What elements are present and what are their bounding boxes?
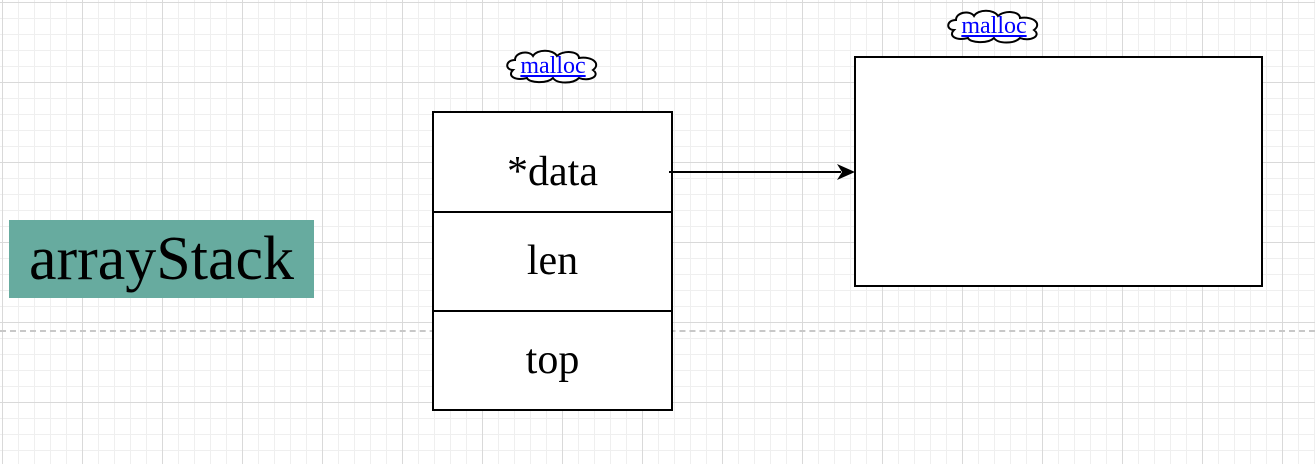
- struct-field-data[interactable]: *data: [434, 113, 671, 213]
- struct-field-len[interactable]: len: [434, 213, 671, 312]
- data-pointer-arrow[interactable]: [669, 161, 859, 183]
- arraystack-label[interactable]: arrayStack: [9, 220, 314, 298]
- cloud-shape-icon: [947, 9, 1039, 44]
- cloud-shape-icon: [506, 49, 598, 84]
- malloc-cloud-struct[interactable]: malloc: [503, 48, 603, 84]
- malloc-label-buffer: malloc: [961, 13, 1027, 39]
- malloc-label-struct: malloc: [520, 53, 586, 79]
- struct-field-top[interactable]: top: [525, 337, 580, 383]
- malloc-cloud-buffer[interactable]: malloc: [944, 8, 1044, 44]
- malloc-buffer-box[interactable]: [854, 56, 1263, 287]
- arraystack-struct-box[interactable]: *data len top: [432, 111, 673, 411]
